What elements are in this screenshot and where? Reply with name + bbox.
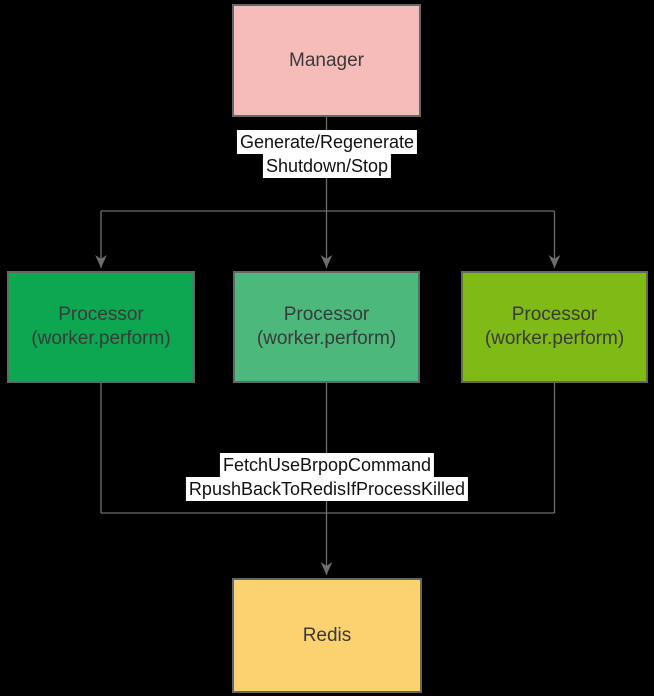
node-sublabel: (worker.perform): [484, 328, 625, 349]
redis-node: Redis: [232, 578, 422, 693]
node-sublabel: (worker.perform): [256, 328, 397, 349]
node-label: Processor: [283, 304, 370, 325]
processor-node-1: Processor (worker.perform): [7, 271, 195, 383]
edge-label-line: RpushBackToRedisIfProcessKilled: [185, 477, 469, 501]
node-sublabel: (worker.perform): [31, 328, 171, 349]
node-label: Manager: [289, 49, 364, 71]
edge-label-line: Shutdown/Stop: [262, 154, 392, 178]
manager-node: Manager: [232, 4, 421, 117]
node-label: Processor: [58, 304, 144, 325]
node-label: Redis: [302, 624, 352, 646]
edge-label-generate-shutdown: Generate/Regenerate Shutdown/Stop: [236, 130, 418, 178]
processor-node-2: Processor (worker.perform): [233, 271, 420, 383]
processor-node-3: Processor (worker.perform): [461, 271, 648, 383]
edge-label-fetch-rpush: FetchUseBrpopCommand RpushBackToRedisIfP…: [185, 453, 469, 501]
edge-label-line: Generate/Regenerate: [236, 130, 418, 154]
edge-label-line: FetchUseBrpopCommand: [219, 453, 435, 477]
node-label: Processor: [511, 304, 598, 325]
